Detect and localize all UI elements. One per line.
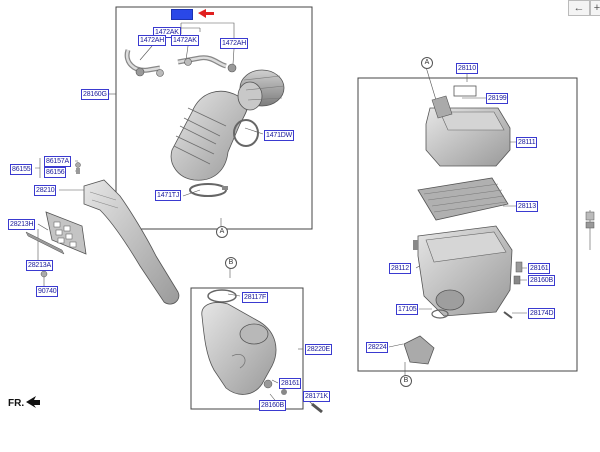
part-label-28171k[interactable]: 28171K [303, 391, 330, 402]
part-label-28160b-b[interactable]: 28160B [259, 400, 286, 411]
part-label-1471dw[interactable]: 1471DW [264, 130, 295, 141]
air-cleaner-28110 [403, 85, 523, 365]
part-label-28213h[interactable]: 28213H [8, 219, 36, 230]
part-label-28160b-r[interactable]: 28160B [528, 275, 555, 286]
part-label-1472ak-2[interactable]: 1472AK [171, 35, 199, 46]
part-label-1471tj[interactable]: 1471TJ [155, 190, 182, 201]
part-label-28111[interactable]: 28111 [516, 137, 538, 148]
frame-resonator [190, 287, 304, 410]
part-label-86157a[interactable]: 86157A [44, 156, 71, 167]
part-label-28213a[interactable]: 28213A [26, 260, 53, 271]
part-label-28161-r[interactable]: 28161 [528, 263, 551, 274]
back-button[interactable]: ← [568, 0, 590, 16]
breather-hoses [124, 49, 237, 77]
part-label-86155[interactable]: 86155 [10, 164, 33, 175]
part-label-28220e[interactable]: 28220E [305, 344, 332, 355]
part-label-28174d[interactable]: 28174D [528, 308, 556, 319]
red-arrow-icon [198, 9, 214, 18]
part-label-28160g[interactable]: 28160G [81, 89, 109, 100]
part-label-28199[interactable]: 28199 [486, 93, 509, 104]
ref-b-circle: B [225, 257, 237, 269]
part-label-1472ah-2[interactable]: 1472AH [220, 38, 249, 49]
frame-air-cleaner [357, 77, 578, 372]
part-label-90740[interactable]: 90740 [36, 286, 59, 297]
ref-a-circle: A [216, 226, 228, 238]
side-bolt [585, 211, 595, 229]
part-label-28117f[interactable]: 28117F [242, 292, 269, 303]
front-label: FR. [8, 398, 25, 409]
part-label-28161-b[interactable]: 28161 [279, 378, 302, 389]
part-label-28112[interactable]: 28112 [389, 263, 411, 274]
part-label-17105[interactable]: 17105 [396, 304, 419, 315]
ref-b-circle-2: B [400, 375, 412, 387]
part-label-28113[interactable]: 28113 [516, 201, 538, 212]
part-label-28210[interactable]: 28210 [34, 185, 57, 196]
part-label-86156[interactable]: 86156 [44, 167, 67, 178]
part-label-1472ak-1[interactable]: 1472AK [153, 27, 181, 38]
forward-button[interactable]: + [590, 0, 600, 16]
resonator-28220 [201, 289, 323, 414]
air-duct-28210 [25, 162, 180, 305]
ref-a-circle-2: A [421, 57, 433, 69]
intake-hose-28140 [170, 69, 285, 197]
front-arrow-icon [26, 396, 40, 408]
part-label-28110[interactable]: 28110 [456, 63, 478, 74]
part-label-28140[interactable]: 28140 [171, 9, 194, 20]
part-label-28224[interactable]: 28224 [366, 342, 389, 353]
frame-intake-hose [115, 6, 313, 230]
part-label-1472ah-1[interactable]: 1472AH [138, 35, 167, 46]
